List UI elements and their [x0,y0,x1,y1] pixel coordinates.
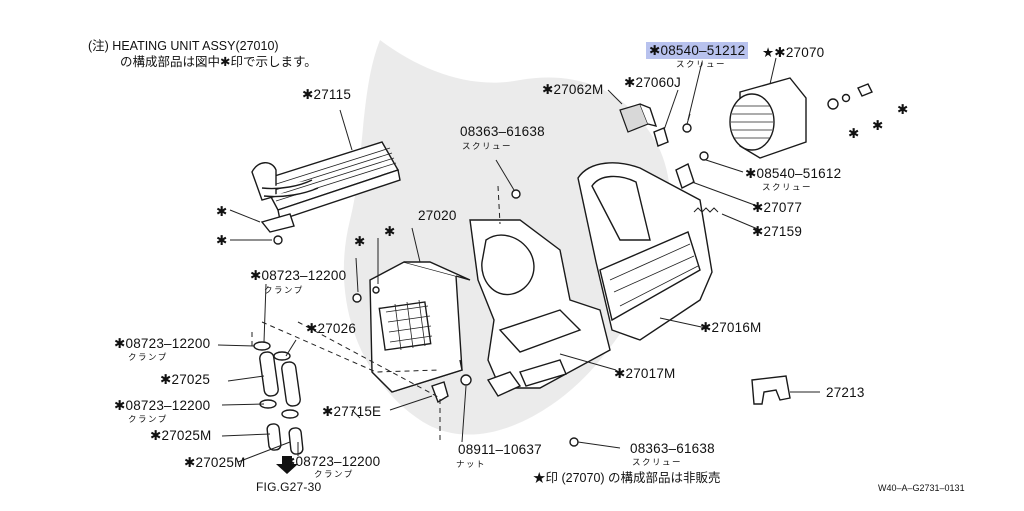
asterisk-marker: ✱ [354,234,366,249]
lower-case-part [469,219,611,397]
case-screws [352,286,380,303]
sub-08540-51612: スクリュー [762,182,813,192]
label-08723-12200-a[interactable]: ✱08723–12200 [250,268,347,283]
small-bracket [653,113,692,147]
linkage-parts [675,151,719,213]
sub-08911-10637: ナット [456,459,487,469]
core-bracket [260,213,295,245]
label-08723-12200-c[interactable]: ✱08723–12200 [114,398,211,413]
sub-08363-61638-top: スクリュー [462,141,513,151]
part-27213 [751,375,791,405]
drawing-code: W40–A–G2731–0131 [878,483,965,493]
label-08911-10637[interactable]: 08911–10637 [458,442,542,457]
label-27115[interactable]: ✱27115 [302,87,352,102]
main-case-part [577,162,713,341]
label-08363-61638-bottom[interactable]: 08363–61638 [630,441,715,456]
label-27016m[interactable]: ✱27016M [700,320,762,335]
label-08363-61638-top[interactable]: 08363–61638 [460,124,545,139]
asterisk-marker: ✱ [897,102,909,117]
asterisk-marker: ✱ [216,233,228,248]
leader-lines [217,57,820,463]
note-line2: の構成部品は図中✱印で示します。 [120,55,317,69]
label-27025m[interactable]: ✱27025M [150,428,212,443]
asterisk-marker: ✱ [872,118,884,133]
footer-note: ★印 (27070) の構成部品は非販売 [533,471,721,485]
label-27025[interactable]: ✱27025 [160,372,211,387]
label-27715e[interactable]: ✱27715E [322,404,382,419]
label-08723-12200-d[interactable]: ✱08723–12200 [284,454,381,469]
sub-08723-12200-a: クランプ [264,285,304,295]
label-27070[interactable]: ★✱27070 [762,45,825,60]
label-27060j[interactable]: ✱27060J [624,75,682,90]
front-case-part [369,261,471,393]
fig-reference-link[interactable]: FIG.G27-30 [256,480,322,494]
nut-08911 [460,374,472,386]
label-08723-12200-b[interactable]: ✱08723–12200 [114,336,211,351]
resistor-part [619,103,658,133]
dashed-guides [251,185,501,440]
label-27026[interactable]: ✱27026 [306,321,357,336]
screw-08363 [511,189,521,199]
label-27213[interactable]: 27213 [826,385,865,400]
sub-08363-61638-bottom: スクリュー [632,457,683,467]
asterisk-marker: ✱ [216,204,228,219]
note-line1: (注) HEATING UNIT ASSY(27010) [88,39,279,53]
label-08540-51212[interactable]: ✱08540–51212 [646,42,749,59]
asterisk-marker: ✱ [848,126,860,141]
part-27715e [431,381,449,404]
hoses [253,341,304,455]
screw-08363-b [569,437,579,447]
sub-08723-12200-b: クランプ [128,352,168,362]
sub-08723-12200-d: クランプ [314,469,354,479]
blower-motor-part [729,77,873,159]
heater-core-part [251,141,401,221]
asterisk-marker: ✱ [384,224,396,239]
down-arrow-icon [276,456,298,474]
label-27077[interactable]: ✱27077 [752,200,803,215]
sub-08540-51212: スクリュー [676,59,727,69]
sub-08723-12200-c: クランプ [128,414,168,424]
label-08540-51612[interactable]: ✱08540–51612 [745,166,842,181]
label-27017m[interactable]: ✱27017M [614,366,676,381]
label-27020[interactable]: 27020 [418,208,457,223]
label-27025m-b[interactable]: ✱27025M [184,455,246,470]
label-27159[interactable]: ✱27159 [752,224,803,239]
label-27062m[interactable]: ✱27062M [542,82,604,97]
